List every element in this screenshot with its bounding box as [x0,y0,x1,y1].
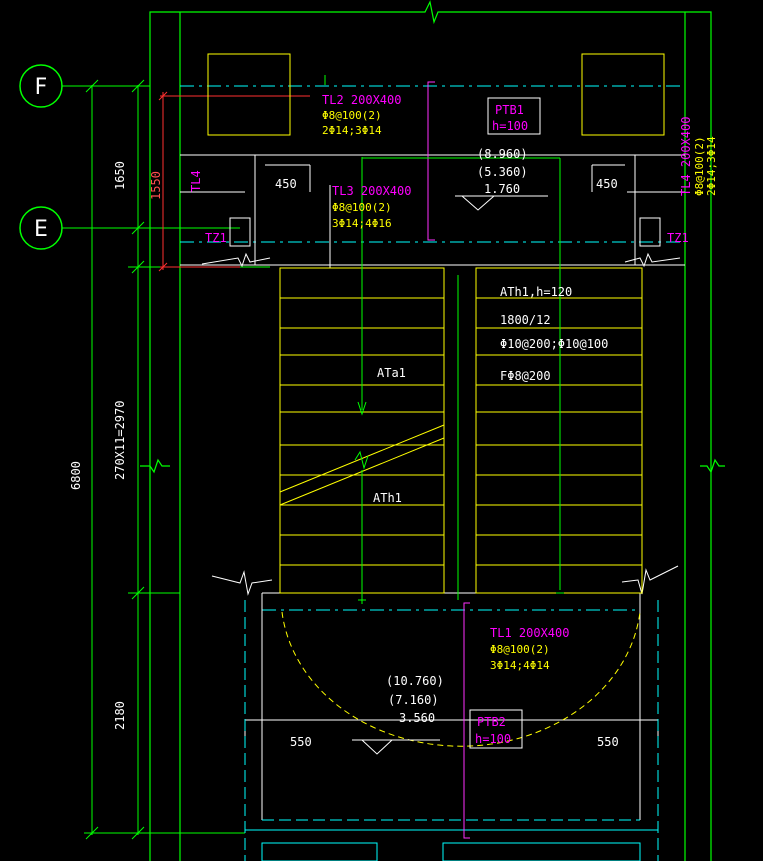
grid-axis-f: F [35,75,48,100]
stair-ath1-name: ATh1,h=120 [500,285,572,299]
grid-axis-e-circle [19,206,63,250]
outer-walls [140,0,725,861]
column-tz1-right: TZ1 [667,231,689,245]
beam-tl4-left-name: TL4 [189,170,203,192]
elevation-top-2: (5.360) [477,165,528,179]
dim-450-left: 450 [275,177,297,191]
grid-axis-f-circle [19,64,63,108]
dim-1650: 1650 [113,161,127,190]
stair-ata1-label: ATa1 [377,366,406,380]
stair-ath1-rebar: Φ10@200;Φ10@100 [500,337,608,351]
slab-ptb1-box [487,97,541,135]
break-lines [201,252,681,596]
beam-tl1-stirrup: Φ8@100(2) [490,643,550,656]
beam-tl1-bars: 3Φ14;4Φ14 [490,659,550,672]
walking-lines [324,75,564,604]
beam-tl3-stirrup: Φ8@100(2) [332,201,392,214]
beam-tl2-stirrup: Φ8@100(2) [322,109,382,122]
elevation-top-1: (8.960) [477,147,528,161]
beam-tl3-name: TL3 200X400 [332,184,411,198]
elevation-top-3: 1.760 [484,182,520,196]
axis-centerlines [180,85,685,611]
grid-axis-e: E [34,217,48,242]
slab-ptb2-h: h=100 [475,732,511,746]
dim-550-right: 550 [597,735,619,749]
beam-tl1-name: TL1 200X400 [490,626,569,640]
slab-ptb1-name: PTB1 [495,103,524,117]
dimension-lines [84,79,270,840]
stair-ath1-steps: 1800/12 [500,313,551,327]
slab-ptb2-box [469,709,523,749]
beam-tl4-right-stirrup: Φ8@100(2) [693,136,706,196]
column-tz1-left: TZ1 [205,231,227,245]
grid-axes: F E [19,64,150,250]
beam-tl4-right-bars: 2Φ14;3Φ14 [705,136,718,196]
dim-6800: 6800 [69,461,83,490]
dim-1550: 1550 [149,171,163,200]
dim-270x11: 270X11=2970 [113,401,127,480]
beam-tl4-right-name: TL4 200X400 [679,117,693,196]
slab-ptb2-name: PTB2 [477,715,506,729]
lower-landing-frame [244,592,659,861]
stair-ath1-dist: FΦ8@200 [500,369,551,383]
stair-flights [279,267,643,594]
columns [207,53,665,136]
elevation-markers [352,195,548,755]
dim-2180: 2180 [113,701,127,730]
stair-ath1-label: ATh1 [373,491,402,505]
dim-550-left: 550 [290,735,312,749]
dimension-1550-red [158,91,310,272]
dim-450-right: 450 [596,177,618,191]
landing-frame [180,81,685,268]
beam-tl3-bars: 3Φ14;4Φ16 [332,217,392,230]
column-top-right [581,53,665,136]
beam-tl2-name: TL2 200X400 [322,93,401,107]
elevation-bottom-3: 3.560 [399,711,435,725]
column-top-left [207,53,291,136]
beam-tl2-bars: 2Φ14;3Φ14 [322,124,382,137]
elevation-bottom-2: (7.160) [388,693,439,707]
elevation-bottom-1: (10.760) [386,674,444,688]
slab-ptb1-h: h=100 [492,119,528,133]
